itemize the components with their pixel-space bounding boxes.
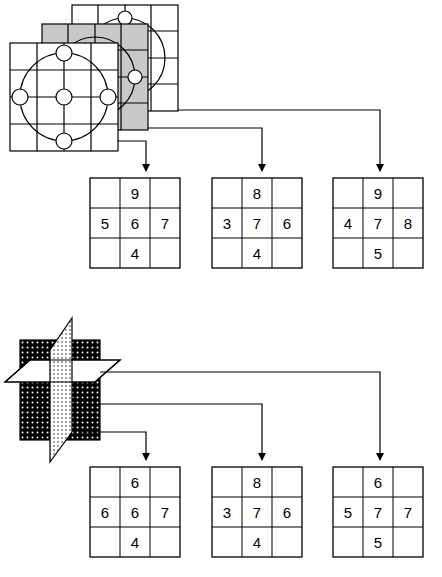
grid-cell-value: 6 (283, 216, 291, 231)
grid-outline (333, 467, 423, 557)
grid-cell-value: 7 (253, 505, 261, 520)
grid-cell-value: 7 (374, 505, 382, 520)
grid-outline (333, 178, 423, 268)
grid-lines (212, 178, 302, 268)
grid-cell-value: 4 (253, 246, 261, 261)
grid-cell-value: 5 (374, 535, 382, 550)
grid-cell-value: 6 (131, 475, 139, 490)
grid-lines (212, 467, 302, 557)
grid-outline (90, 178, 180, 268)
grid-cell-value: 6 (101, 505, 109, 520)
grid-cell-value: 4 (253, 535, 261, 550)
grid-cell-value: 4 (131, 535, 139, 550)
grid-cell-value: 7 (374, 216, 382, 231)
grid-cell-value: 7 (161, 216, 169, 231)
grid-cell-value: 8 (253, 186, 261, 201)
grid-cell-value: 7 (161, 505, 169, 520)
grid-outline (212, 467, 302, 557)
grid-cell-value: 3 (223, 216, 231, 231)
grid-cell-value: 6 (374, 475, 382, 490)
grid-cell-value: 6 (283, 505, 291, 520)
grid-cell-value: 5 (101, 216, 109, 231)
grid-lines (333, 467, 423, 557)
grid-cell-value: 7 (253, 216, 261, 231)
grid-outline (90, 467, 180, 557)
grid-cell-value: 5 (344, 505, 352, 520)
grid-cell-value: 8 (253, 475, 261, 490)
grid-cell-value: 5 (374, 246, 382, 261)
grid-cell-value: 9 (374, 186, 382, 201)
grid-lines (90, 178, 180, 268)
grid-lines (333, 178, 423, 268)
grid-cell-value: 4 (344, 216, 352, 231)
grid-cell-value: 4 (131, 246, 139, 261)
grid-cell-value: 8 (404, 216, 412, 231)
grid-cell-value: 6 (131, 216, 139, 231)
grid-cell-value: 6 (131, 505, 139, 520)
grid-cell-value: 3 (223, 505, 231, 520)
grid-lines (90, 467, 180, 557)
grid-outline (212, 178, 302, 268)
grid-cell-value: 7 (404, 505, 412, 520)
grid-cell-value: 9 (131, 186, 139, 201)
